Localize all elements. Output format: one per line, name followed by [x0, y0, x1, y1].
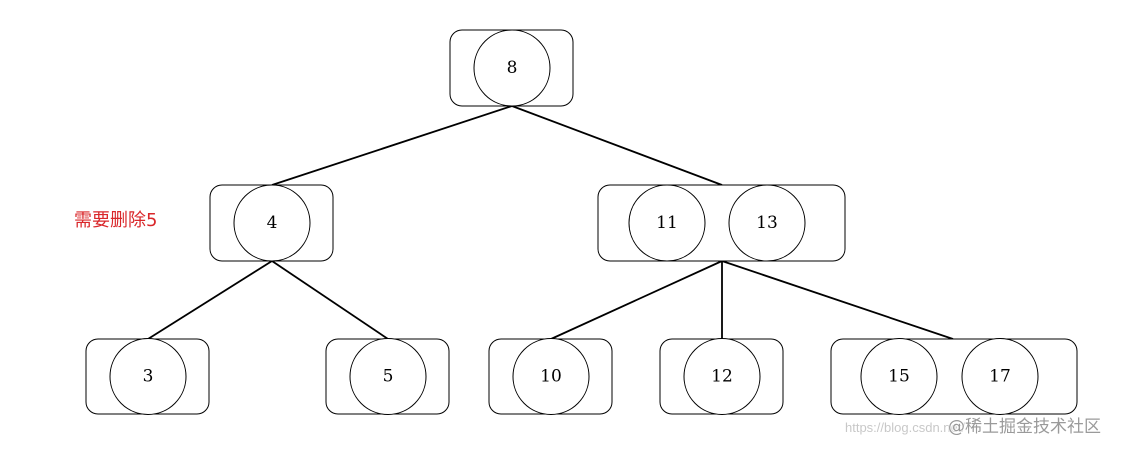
- key-label: 17: [989, 367, 1011, 387]
- watermark-url: https://blog.csdn.net/: [845, 420, 965, 435]
- edge-n11_13-n15_17: [721, 260, 954, 340]
- edge-n8-n11_13: [511, 105, 723, 186]
- tree-edges: [147, 105, 954, 340]
- tree-node-n11_13: 11 13: [597, 184, 846, 262]
- key-circle: [233, 184, 311, 262]
- tree-node-n12: 12: [659, 338, 784, 415]
- watermark-brand: @稀土掘金技术社区: [948, 417, 1101, 437]
- tree-node-n8: 8: [449, 29, 574, 107]
- key-circle: [349, 338, 427, 415]
- edge-n11_13-n10: [550, 260, 723, 340]
- key-label: 8: [507, 58, 518, 78]
- key-label: 4: [267, 213, 278, 233]
- key-circle: [109, 338, 187, 415]
- tree-node-n5: 5: [325, 338, 450, 415]
- key-circle: [512, 338, 590, 415]
- key-label: 15: [888, 367, 910, 387]
- key-label: 13: [756, 213, 778, 233]
- key-circle: [683, 338, 761, 415]
- key-label: 11: [656, 213, 678, 233]
- key-label: 12: [711, 367, 733, 387]
- tree-node-n10: 10: [488, 338, 613, 415]
- key-label: 10: [540, 367, 562, 387]
- tree-node-n4: 4: [209, 184, 334, 262]
- tree-node-n3: 3: [85, 338, 210, 415]
- key-label: 5: [383, 367, 394, 387]
- delete-annotation: 需要删除5: [74, 210, 158, 231]
- key-circle: [473, 29, 551, 107]
- key-circle: [628, 184, 706, 262]
- key-circle: [728, 184, 806, 262]
- key-label: 3: [143, 367, 154, 387]
- edge-n4-n5: [271, 260, 389, 340]
- edge-n4-n3: [147, 260, 273, 340]
- key-circle: [961, 338, 1039, 415]
- key-circle: [860, 338, 938, 415]
- edge-n8-n4: [271, 105, 513, 186]
